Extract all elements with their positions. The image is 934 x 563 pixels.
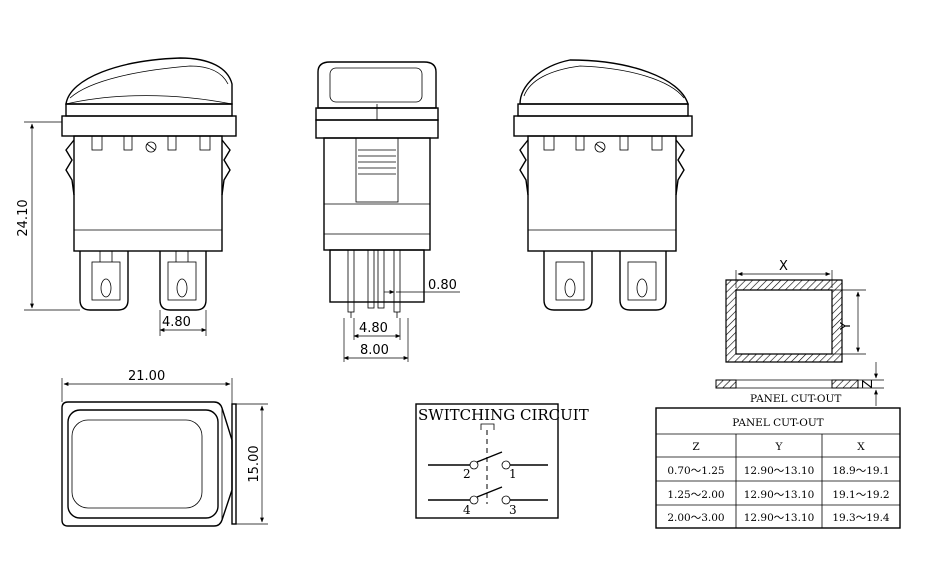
table-header-z: Z (692, 441, 699, 453)
pin-label-4: 4 (463, 503, 471, 517)
terminal-width-dimension (159, 310, 207, 336)
pin-label-2: 2 (463, 467, 471, 481)
pin-label-3: 3 (509, 503, 517, 517)
front-view (61, 57, 237, 311)
side-dimensions (343, 290, 460, 362)
body-depth-label: 15.00 (247, 445, 262, 482)
cutout-dimensions (735, 270, 884, 406)
cutout-z-label: Z (861, 379, 876, 388)
side-terminal-width-label: 4.80 (359, 321, 388, 336)
cutout-caption: PANEL CUT-OUT (750, 393, 841, 405)
terminal-width-label: 4.80 (162, 315, 191, 330)
table-cell: 0.70～1.25 (667, 465, 724, 477)
height-dimension (24, 121, 80, 311)
table-cell: 1.25～2.00 (667, 489, 724, 501)
table-cell: 18.9～19.1 (832, 465, 889, 477)
table-cell: 19.3～19.4 (832, 512, 890, 524)
table-cell: 2.00～3.00 (667, 512, 724, 524)
cutout-y-label: Y (839, 322, 854, 331)
body-width-label: 21.00 (128, 369, 165, 384)
terminal-pitch-label: 8.00 (360, 343, 389, 358)
height-label: 24.10 (16, 199, 31, 236)
table-cell: 12.90～13.10 (744, 512, 815, 524)
cutout-x-label: X (779, 259, 788, 274)
table-title: PANEL CUT-OUT (732, 417, 823, 429)
switching-circuit (415, 403, 559, 519)
rear-view (513, 59, 693, 311)
panel-cutout (715, 279, 859, 389)
table-cell: 12.90～13.10 (744, 465, 815, 477)
terminal-thickness-label: 0.80 (428, 278, 457, 293)
top-view-dimensions (61, 378, 268, 525)
table-cell: 19.1～19.2 (832, 489, 889, 501)
table-header-x: X (857, 441, 865, 453)
table-header-y: Y (775, 441, 784, 453)
side-view (315, 61, 439, 318)
cutout-table (655, 407, 901, 529)
table-cell: 12.90～13.10 (744, 489, 815, 501)
pin-label-1: 1 (509, 467, 517, 481)
top-view (61, 401, 237, 527)
circuit-title: SWITCHING CIRCUIT (418, 406, 589, 424)
